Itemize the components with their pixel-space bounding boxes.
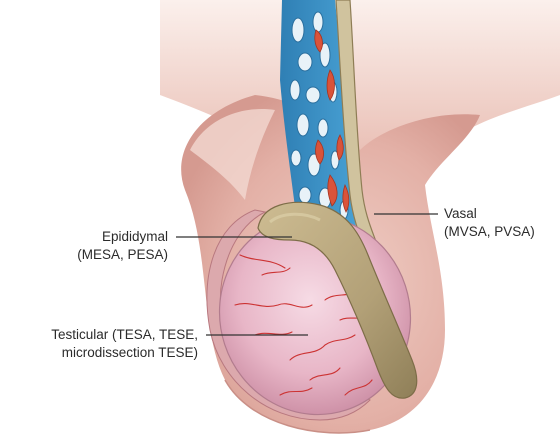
vasal-label-line2: (MVSA, PVSA) bbox=[444, 223, 556, 241]
vasal-label: Vasal (MVSA, PVSA) bbox=[444, 205, 556, 241]
testicular-label-line2: microdissection TESE) bbox=[0, 344, 198, 362]
epididymal-label: Epididymal (MESA, PESA) bbox=[40, 228, 168, 264]
epididymal-label-line2: (MESA, PESA) bbox=[40, 246, 168, 264]
testicular-label: Testicular (TESA, TESE, microdissection … bbox=[0, 326, 198, 362]
epididymal-label-line1: Epididymal bbox=[40, 228, 168, 246]
vasal-label-line1: Vasal bbox=[444, 205, 556, 223]
testicular-label-line1: Testicular (TESA, TESE, bbox=[0, 326, 198, 344]
